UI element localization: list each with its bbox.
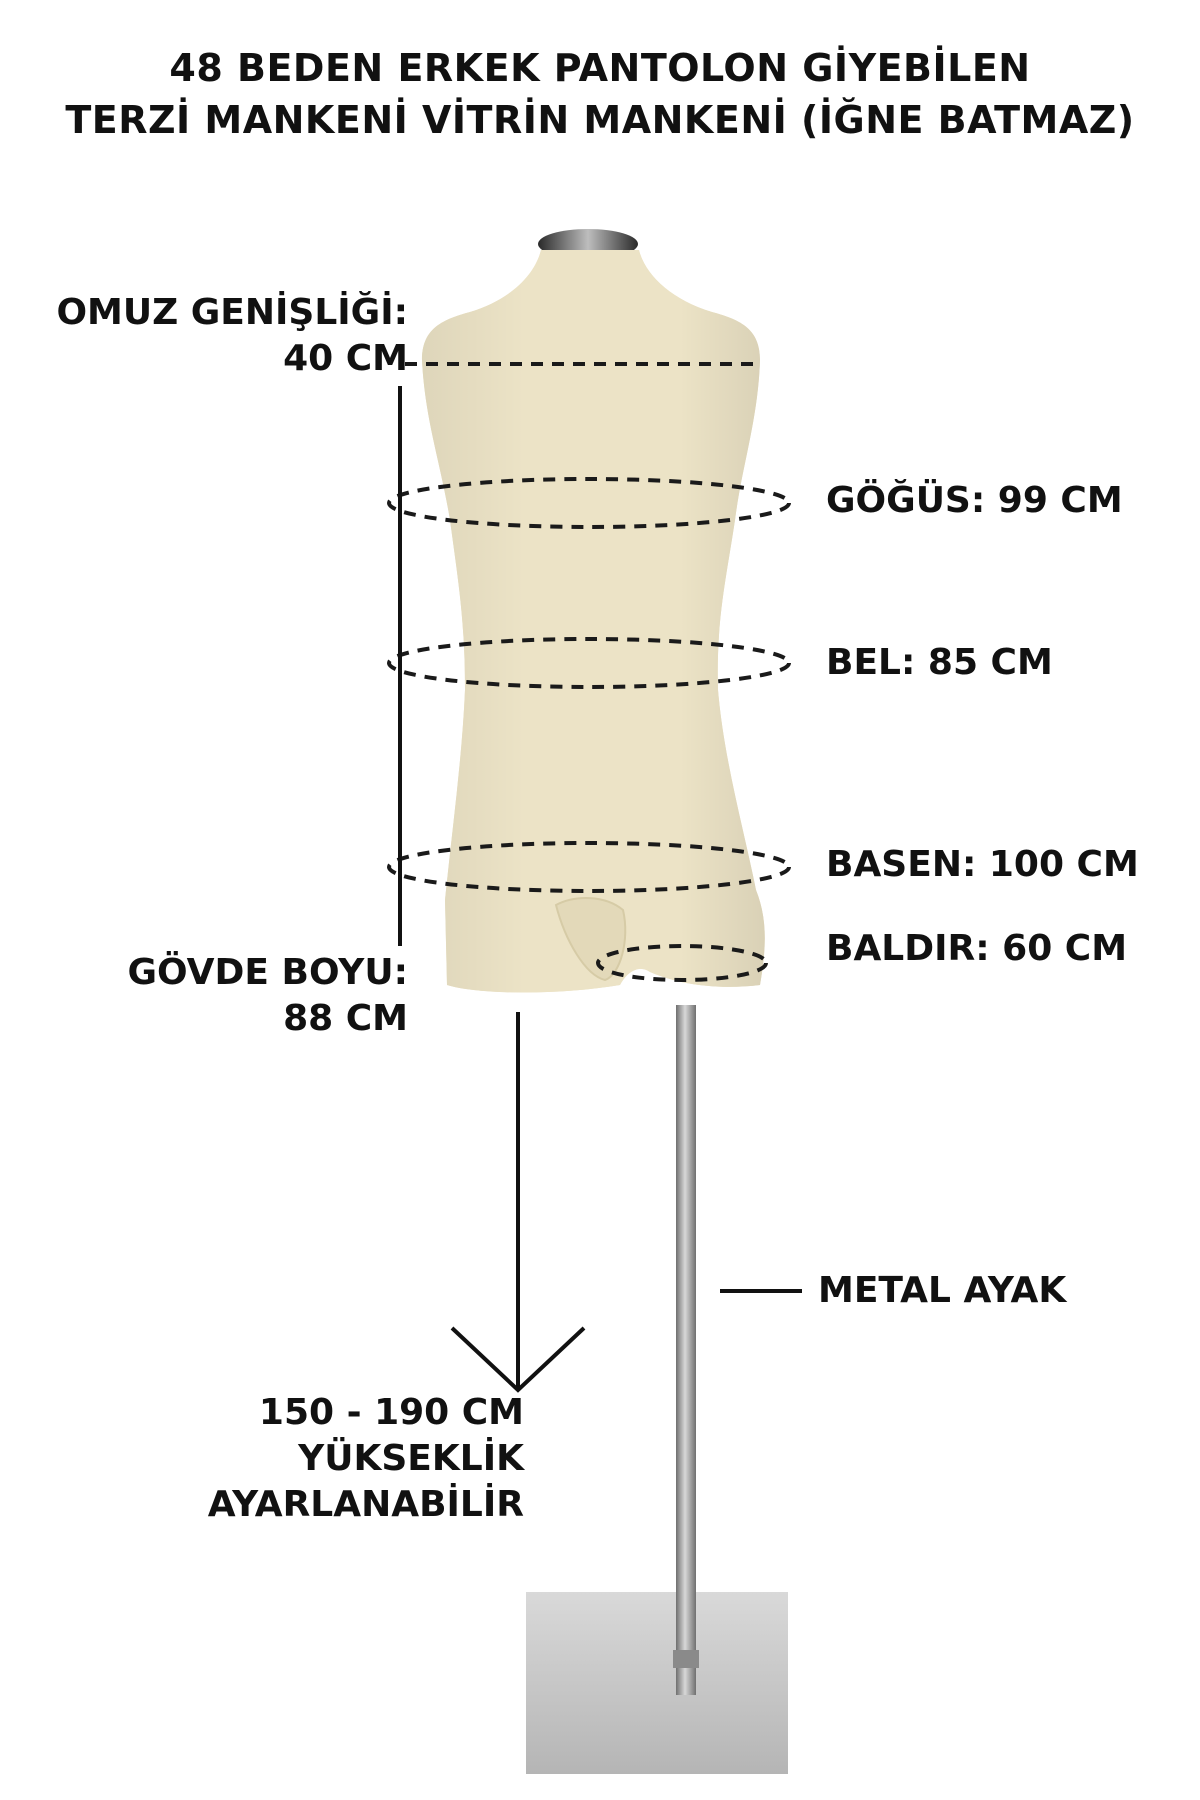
adjustable-word: AYARLANABİLİR [207, 1484, 524, 1525]
torso-length-value: 88 CM [283, 998, 408, 1039]
hip-label: BASEN: 100 CM [826, 844, 1139, 885]
torso-length-label: GÖVDE BOYU: 88 CM [40, 950, 408, 1042]
title-line-1: 48 BEDEN ERKEK PANTOLON GİYEBİLEN [169, 46, 1031, 90]
shoulder-width-value: 40 CM [283, 338, 408, 379]
title-line-2: TERZİ MANKENİ VİTRİN MANKENİ (İĞNE BATMA… [65, 98, 1135, 142]
shoulder-width-title: OMUZ GENİŞLİĞİ: [56, 292, 408, 333]
stand-base [526, 1592, 788, 1774]
pole-clamp [673, 1650, 699, 1668]
stand-pole [676, 1005, 696, 1695]
calf-ring [596, 944, 768, 982]
waist-ring [387, 637, 791, 689]
height-adjustable-label: 150 - 190 CM YÜKSEKLİK AYARLANABİLİR [100, 1390, 524, 1528]
chest-label: GÖĞÜS: 99 CM [826, 480, 1123, 521]
waist-label: BEL: 85 CM [826, 642, 1053, 683]
height-range: 150 - 190 CM [258, 1392, 524, 1433]
mannequin-torso-shading [422, 250, 765, 993]
height-word: YÜKSEKLİK [298, 1438, 524, 1479]
torso-length-title: GÖVDE BOYU: [127, 952, 408, 993]
page-title: 48 BEDEN ERKEK PANTOLON GİYEBİLEN TERZİ … [0, 42, 1200, 146]
calf-label: BALDIR: 60 CM [826, 928, 1128, 969]
shoulder-width-label: OMUZ GENİŞLİĞİ: 40 CM [40, 290, 408, 382]
hip-ring [387, 841, 791, 893]
height-arrow-head [450, 1326, 586, 1393]
crotch-detail [554, 897, 627, 982]
metal-stand-label: METAL AYAK [818, 1270, 1067, 1311]
chest-ring [387, 477, 791, 529]
